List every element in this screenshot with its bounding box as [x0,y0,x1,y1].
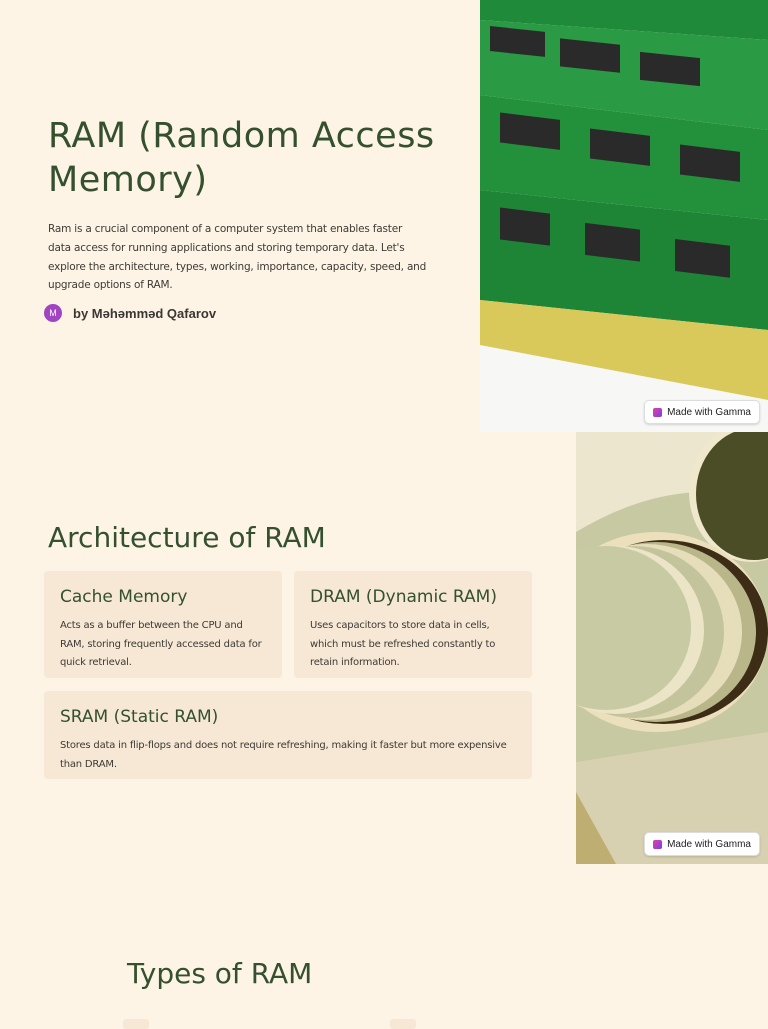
badge-label: Made with Gamma [667,406,751,418]
card-sram: SRAM (Static RAM) Stores data in flip-fl… [44,691,532,779]
section-title: Types of RAM [127,957,313,990]
author-name: by Məhəmməd Qafarov [73,305,217,321]
made-with-gamma-badge[interactable]: Made with Gamma [644,832,760,856]
made-with-gamma-badge[interactable]: Made with Gamma [644,400,760,424]
card-text: Stores data in flip-flops and does not r… [60,740,507,770]
ram-module-photo: Made with Gamma [480,0,768,432]
card-cache-memory: Cache Memory Acts as a buffer between th… [44,571,282,678]
card-stub [123,1019,149,1029]
slide-architecture: Architecture of RAM Cache Memory Acts as… [0,432,768,864]
author-byline: M by Məhəmməd Qafarov [44,304,216,322]
slide-types: Types of RAM [0,864,768,1029]
badge-label: Made with Gamma [667,838,751,850]
ram-illustration-icon [480,0,768,432]
page-title: RAM (Random Access Memory) [48,116,435,200]
abstract-curves-image: Made with Gamma [576,432,768,864]
card-heading: SRAM (Static RAM) [60,707,219,727]
card-stub [390,1019,416,1029]
card-text: Uses capacitors to store data in cells, … [310,620,496,668]
card-text: Acts as a buffer between the CPU and RAM… [60,620,262,668]
section-title: Architecture of RAM [48,521,326,554]
slide-title: RAM (Random Access Memory) Ram is a cruc… [0,0,768,432]
intro-description: Ram is a crucial component of a computer… [48,223,427,292]
card-dram: DRAM (Dynamic RAM) Uses capacitors to st… [294,571,532,678]
card-heading: Cache Memory [60,587,188,607]
card-heading: DRAM (Dynamic RAM) [310,587,497,607]
avatar: M [44,304,62,322]
abstract-curves-icon [576,432,768,864]
gamma-logo-icon [653,839,663,849]
gamma-logo-icon [653,407,663,417]
